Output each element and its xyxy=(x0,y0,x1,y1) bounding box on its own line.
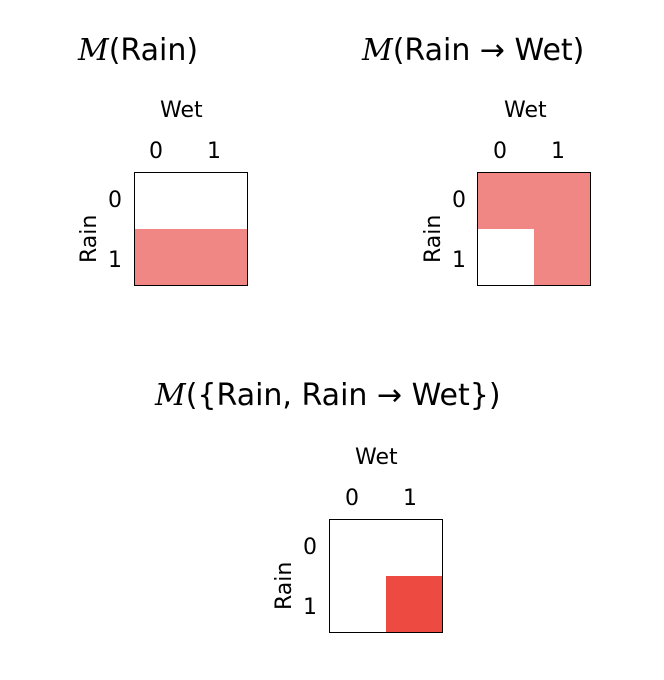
cell-rain1-wet1 xyxy=(386,576,443,633)
row-tick-0: 0 xyxy=(452,188,466,213)
row-tick-1: 1 xyxy=(303,595,317,620)
column-tick-1: 1 xyxy=(551,139,565,164)
row-tick-1: 1 xyxy=(108,248,122,273)
column-tick-0: 0 xyxy=(149,139,163,164)
cell-rain0-wet0 xyxy=(330,520,387,577)
row-variable-label: Rain xyxy=(421,214,446,263)
column-variable-label: Wet xyxy=(504,98,547,123)
truth-table-grid xyxy=(134,172,248,286)
cell-rain0-wet1 xyxy=(534,173,591,230)
cell-rain1-wet0 xyxy=(135,229,192,286)
panel-title: M(Rain) xyxy=(78,33,198,68)
row-variable-label: Rain xyxy=(77,214,102,263)
cell-rain0-wet1 xyxy=(386,520,443,577)
script-m-symbol: M xyxy=(155,378,186,413)
truth-table-grid xyxy=(477,172,591,286)
script-m-symbol: M xyxy=(362,33,393,68)
cell-rain1-wet1 xyxy=(191,229,248,286)
cell-rain0-wet0 xyxy=(478,173,535,230)
column-variable-label: Wet xyxy=(160,98,203,123)
panel-title-text: ({Rain, Rain → Wet}) xyxy=(185,378,501,413)
script-m-symbol: M xyxy=(78,33,109,68)
cell-rain0-wet0 xyxy=(135,173,192,230)
cell-rain1-wet0 xyxy=(330,576,387,633)
column-variable-label: Wet xyxy=(355,445,398,470)
column-tick-0: 0 xyxy=(345,486,359,511)
row-variable-label: Rain xyxy=(272,561,297,610)
column-tick-0: 0 xyxy=(493,139,507,164)
panel-title: M(Rain → Wet) xyxy=(362,33,584,68)
cell-rain0-wet1 xyxy=(191,173,248,230)
row-tick-0: 0 xyxy=(108,188,122,213)
column-tick-1: 1 xyxy=(403,486,417,511)
column-tick-1: 1 xyxy=(207,139,221,164)
panel-title: M({Rain, Rain → Wet}) xyxy=(155,378,501,413)
panel-title-text: (Rain) xyxy=(108,33,199,68)
panel-title-text: (Rain → Wet) xyxy=(392,33,585,68)
row-tick-1: 1 xyxy=(452,248,466,273)
truth-table-grid xyxy=(329,519,443,633)
cell-rain1-wet0 xyxy=(478,229,535,286)
cell-rain1-wet1 xyxy=(534,229,591,286)
row-tick-0: 0 xyxy=(303,535,317,560)
